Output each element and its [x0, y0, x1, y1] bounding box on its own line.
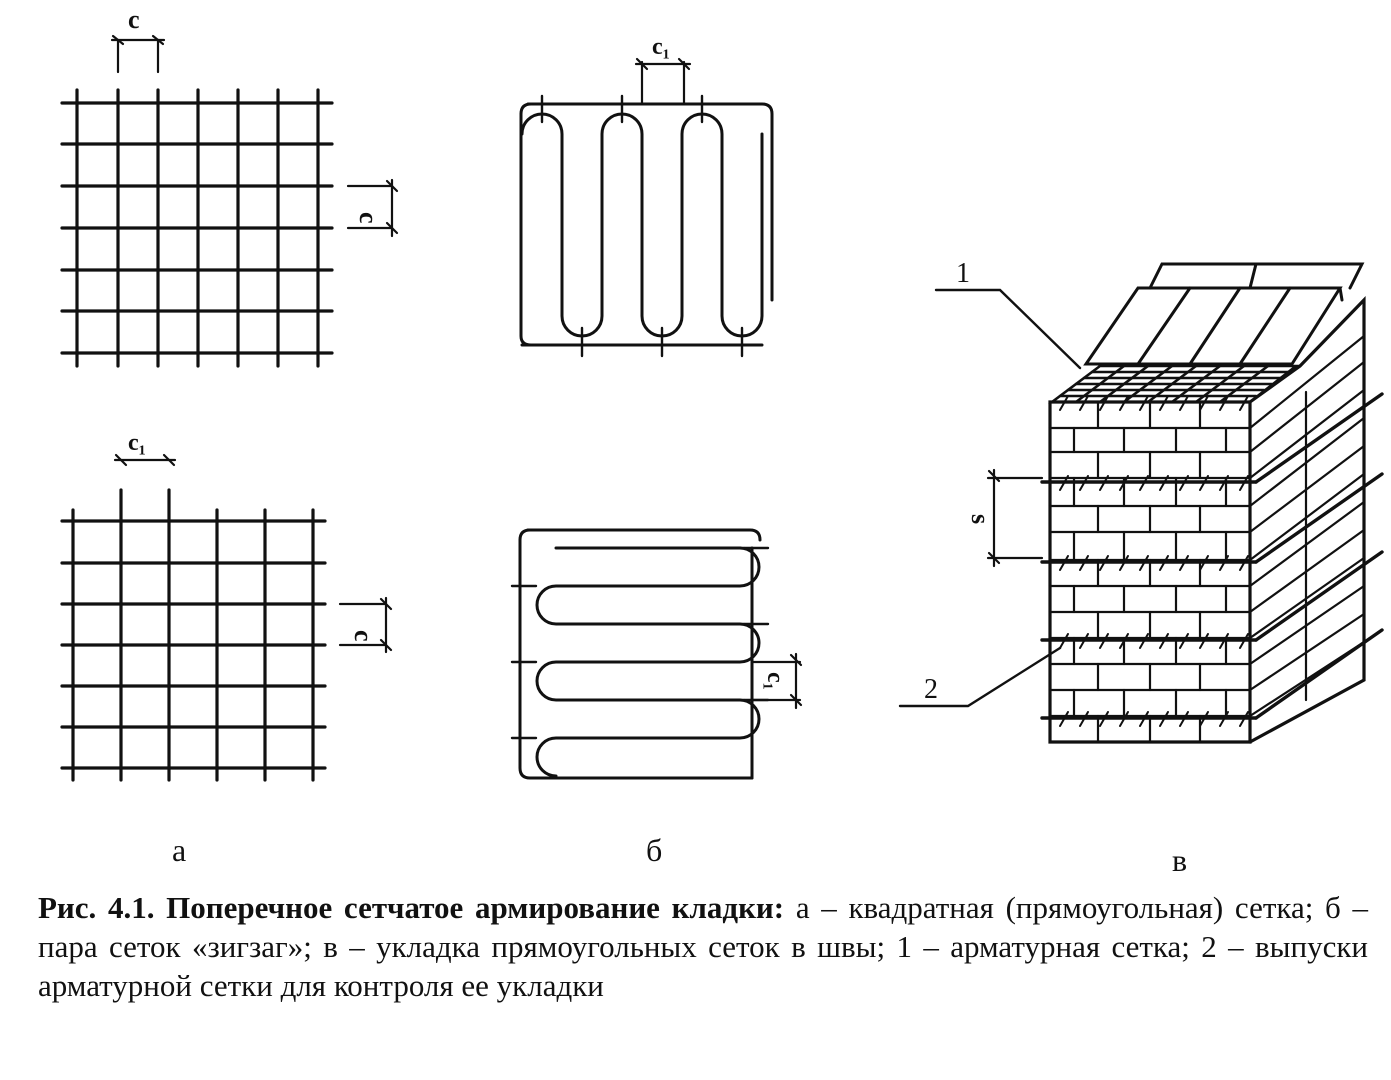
masonry-column [898, 262, 1384, 744]
top-bricks [1083, 262, 1365, 366]
dimension-c-top-vertical [346, 178, 399, 238]
dimension-label-c1-zigzag-top: c₁ [652, 34, 670, 60]
zigzag-vertical-ticks [540, 94, 744, 358]
dimension-label-c-top-side: c [354, 212, 383, 224]
panel-label-v: в [1172, 842, 1188, 878]
panel-label-b: б [646, 832, 663, 868]
dimension-c1-zigzag-top [634, 57, 692, 106]
dimension-label-c-top: c [128, 5, 140, 34]
callout-2: 2 [924, 674, 938, 705]
dimension-label-c-bottom-side: c [349, 630, 378, 642]
figure-drawing: c c c₁ c c₁ c₁ s 1 2 [60, 5, 1384, 782]
dimension-label-c1-zigzag-side: c₁ [762, 672, 788, 690]
square-mesh-top [60, 88, 334, 368]
panel-label-a: а [172, 832, 187, 868]
leader-lines [898, 288, 1082, 708]
dimension-c1-zigzag-side [750, 652, 803, 710]
zigzag-mesh-vertical [519, 102, 774, 347]
dimension-c-bottom-vertical [338, 596, 393, 654]
dimension-label-c1-bottom: c₁ [128, 430, 146, 456]
caption-lead: Рис. 4.1. Поперечное сетчатое армировани… [38, 890, 785, 925]
rectangular-mesh-bottom [60, 488, 327, 782]
side-brick-courses [1248, 334, 1366, 718]
dimension-c1-bottom-horizontal [113, 453, 177, 467]
zigzag-horizontal-ticks [510, 546, 770, 740]
caption-body: а – квадратная (прямоугольная) сетка; б … [38, 890, 1368, 1003]
dimension-c-top-horizontal [110, 34, 166, 74]
dimension-s [986, 468, 1044, 568]
dimension-label-s: s [966, 514, 995, 524]
front-brick-courses [1048, 400, 1252, 744]
callout-1: 1 [956, 258, 970, 289]
figure-caption: Рис. 4.1. Поперечное сетчатое армировани… [38, 888, 1368, 1005]
mesh-joints [1040, 392, 1384, 720]
mesh-joint-hatches [1059, 395, 1249, 727]
zigzag-mesh-horizontal [518, 528, 762, 780]
front-face [1048, 296, 1366, 744]
